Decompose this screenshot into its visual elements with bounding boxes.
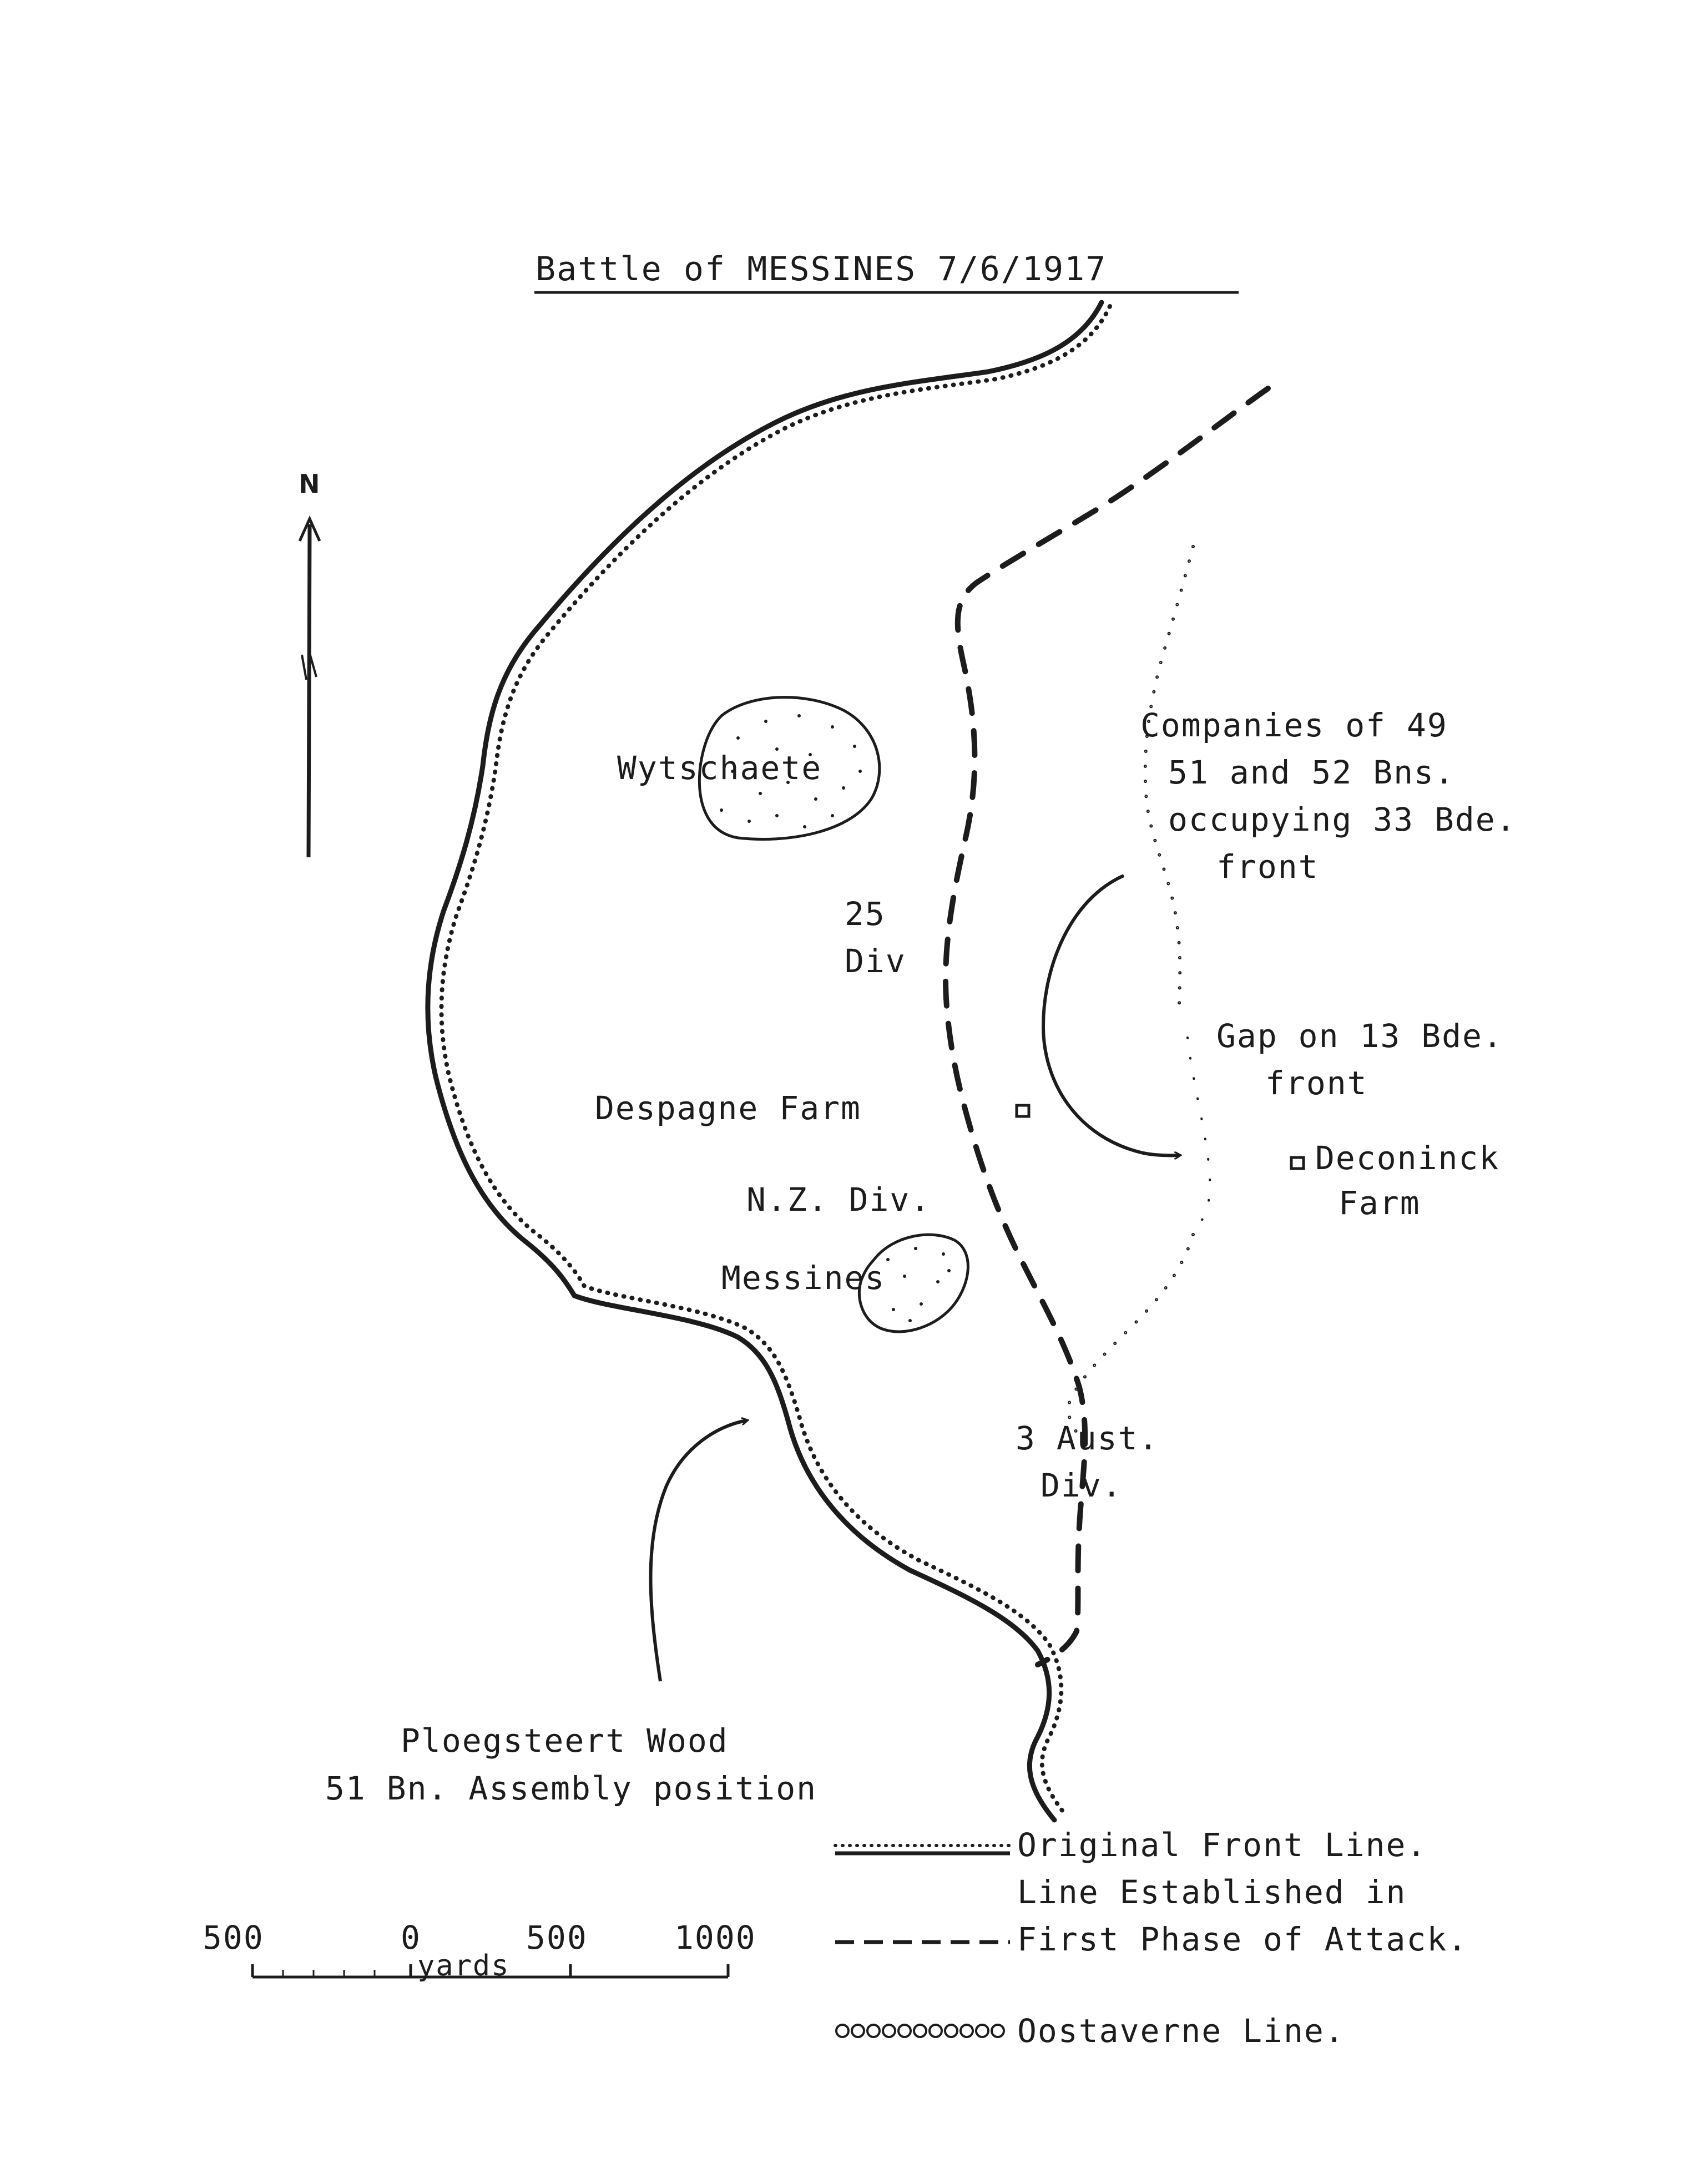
legend-original-front-line-symbol <box>834 1844 1012 1856</box>
companies-arrow <box>1041 874 1179 1155</box>
legend-first-phase-label-line1: Line Established in <box>1017 1873 1406 1911</box>
north-arrow: N <box>298 469 321 858</box>
first-phase-line <box>943 386 1271 1667</box>
scale-tick-label: 1000 <box>674 1919 756 1957</box>
companies-label-line4: front <box>1216 848 1319 886</box>
nz-div-label: N.Z. Div. <box>746 1181 931 1219</box>
companies-label-line2: 51 and 52 Bns. <box>1168 754 1455 791</box>
despagne-farm-marker <box>1015 1104 1031 1118</box>
ploegsteert-label-line1: Ploegsteert Wood <box>401 1722 729 1760</box>
messines-label: Messines <box>721 1259 885 1297</box>
original-front-line <box>425 300 1112 1823</box>
legend-oostaverne-symbol <box>835 2024 1005 2038</box>
gap-label-line2: front <box>1265 1064 1368 1102</box>
oostaverne-line <box>1067 545 1211 1444</box>
map-title: Battle of MESSINES 7/6/1917 <box>536 250 1107 289</box>
companies-label-line1: Companies of 49 <box>1140 706 1448 744</box>
wytschaete-village <box>698 696 881 841</box>
div25-label-line1: 25 <box>845 895 886 933</box>
deconinck-farm-label-line2: Farm <box>1339 1184 1421 1222</box>
scale-tick-label: 0 <box>401 1919 421 1957</box>
ploegsteert-label-line2: 51 Bn. Assembly position <box>325 1770 817 1807</box>
companies-label-line3: occupying 33 Bde. <box>1168 801 1517 838</box>
scale-unit-label: yards <box>417 1949 510 1983</box>
north-label: N <box>299 469 320 499</box>
legend-original-front-line-label: Original Front Line. <box>1017 1826 1427 1864</box>
aust3-label-line2: Div. <box>1041 1467 1123 1504</box>
ploegsteert-arrow <box>649 1420 747 1682</box>
deconinck-farm-marker <box>1290 1156 1305 1170</box>
div25-label-line2: Div <box>845 942 906 980</box>
despagne-farm-label: Despagne Farm <box>595 1089 861 1127</box>
gap-label-line1: Gap on 13 Bde. <box>1216 1017 1503 1055</box>
scale-tick-label: 500 <box>203 1919 264 1957</box>
legend: Original Front Line. Line Established in… <box>834 1826 1468 2050</box>
aust3-label-line1: 3 Aust. <box>1016 1419 1159 1457</box>
legend-first-phase-label-line2: First Phase of Attack. <box>1017 1920 1468 1958</box>
wytschaete-label: Wytschaete <box>617 749 822 787</box>
deconinck-farm-label-line1: Deconinck <box>1315 1139 1499 1177</box>
scale-bar: 500 0 500 1000 yards <box>203 1919 756 1983</box>
legend-oostaverne-label: Oostaverne Line. <box>1017 2012 1345 2050</box>
scale-tick-label: 500 <box>526 1919 588 1957</box>
messines-village <box>858 1233 969 1333</box>
